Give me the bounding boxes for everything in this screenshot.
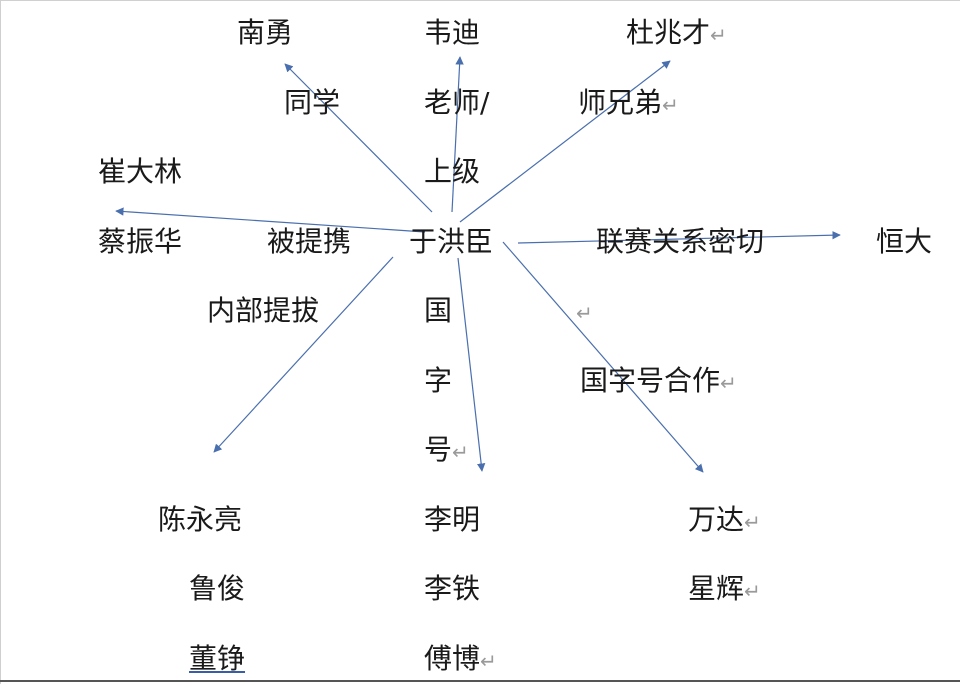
node-chenyongliang: 陈永亮 <box>158 503 243 536</box>
node-nanyong: 南勇 <box>237 16 294 49</box>
label-zi: 字 <box>424 364 453 397</box>
label-laoshi-line1: 老师/ <box>424 86 490 119</box>
arrow-group <box>115 56 841 473</box>
label-liansai: 联赛关系密切 <box>596 225 765 258</box>
label-guo: 国 <box>424 294 453 327</box>
label-beitixie: 被提携 <box>267 225 352 258</box>
node-center-yuhongchen: 于洪臣 <box>409 225 494 258</box>
paragraph-mark: ↵ <box>744 510 761 534</box>
label-hao: 号↵ <box>424 433 469 466</box>
label-guozihao-hezuo: 国字号合作↵ <box>580 364 737 397</box>
node-litie: 李铁 <box>424 572 481 605</box>
arrow-to-caizhenhua <box>115 207 426 233</box>
arrow-to-hengda <box>517 230 841 244</box>
arrow-to-duzhaocai <box>459 60 671 223</box>
label-tongxue: 同学 <box>284 86 341 119</box>
node-liming: 李明 <box>424 503 481 536</box>
paragraph-mark: ↵ <box>744 579 761 603</box>
label-shixiongdi: 师兄弟↵ <box>578 86 679 119</box>
arrow-to-chenyongliang <box>213 256 394 453</box>
paragraph-mark: ↵ <box>720 371 737 395</box>
arrow-to-wanda <box>502 241 704 473</box>
node-lujun: 鲁俊 <box>189 572 246 605</box>
page-top-border <box>0 0 960 1</box>
page-bottom-border <box>0 680 960 682</box>
arrow-to-nanyong <box>284 63 433 213</box>
node-caizhenhua: 蔡振华 <box>98 225 183 258</box>
paragraph-mark: ↵ <box>576 301 593 325</box>
arrow-to-weidi <box>451 56 464 213</box>
node-weidi: 韦迪 <box>424 16 481 49</box>
node-wanda: 万达↵ <box>688 503 761 536</box>
page-left-border <box>0 0 1 684</box>
node-duzhaocai: 杜兆才↵ <box>626 16 727 49</box>
label-neibu-tiba: 内部提拔 <box>207 294 320 327</box>
node-cuidalin: 崔大林 <box>98 155 183 188</box>
label-laoshi-line2: 上级 <box>424 155 481 188</box>
node-hengda: 恒大 <box>876 225 933 258</box>
paragraph-mark: ↵ <box>480 649 497 673</box>
node-dongzheng: 董铮 <box>189 642 246 675</box>
node-fubo: 傅博↵ <box>424 642 497 675</box>
node-xinghui: 星辉↵ <box>688 572 761 605</box>
paragraph-mark: ↵ <box>452 440 469 464</box>
paragraph-mark: ↵ <box>662 93 679 117</box>
paragraph-mark: ↵ <box>710 23 727 47</box>
arrow-to-liming <box>457 257 486 472</box>
